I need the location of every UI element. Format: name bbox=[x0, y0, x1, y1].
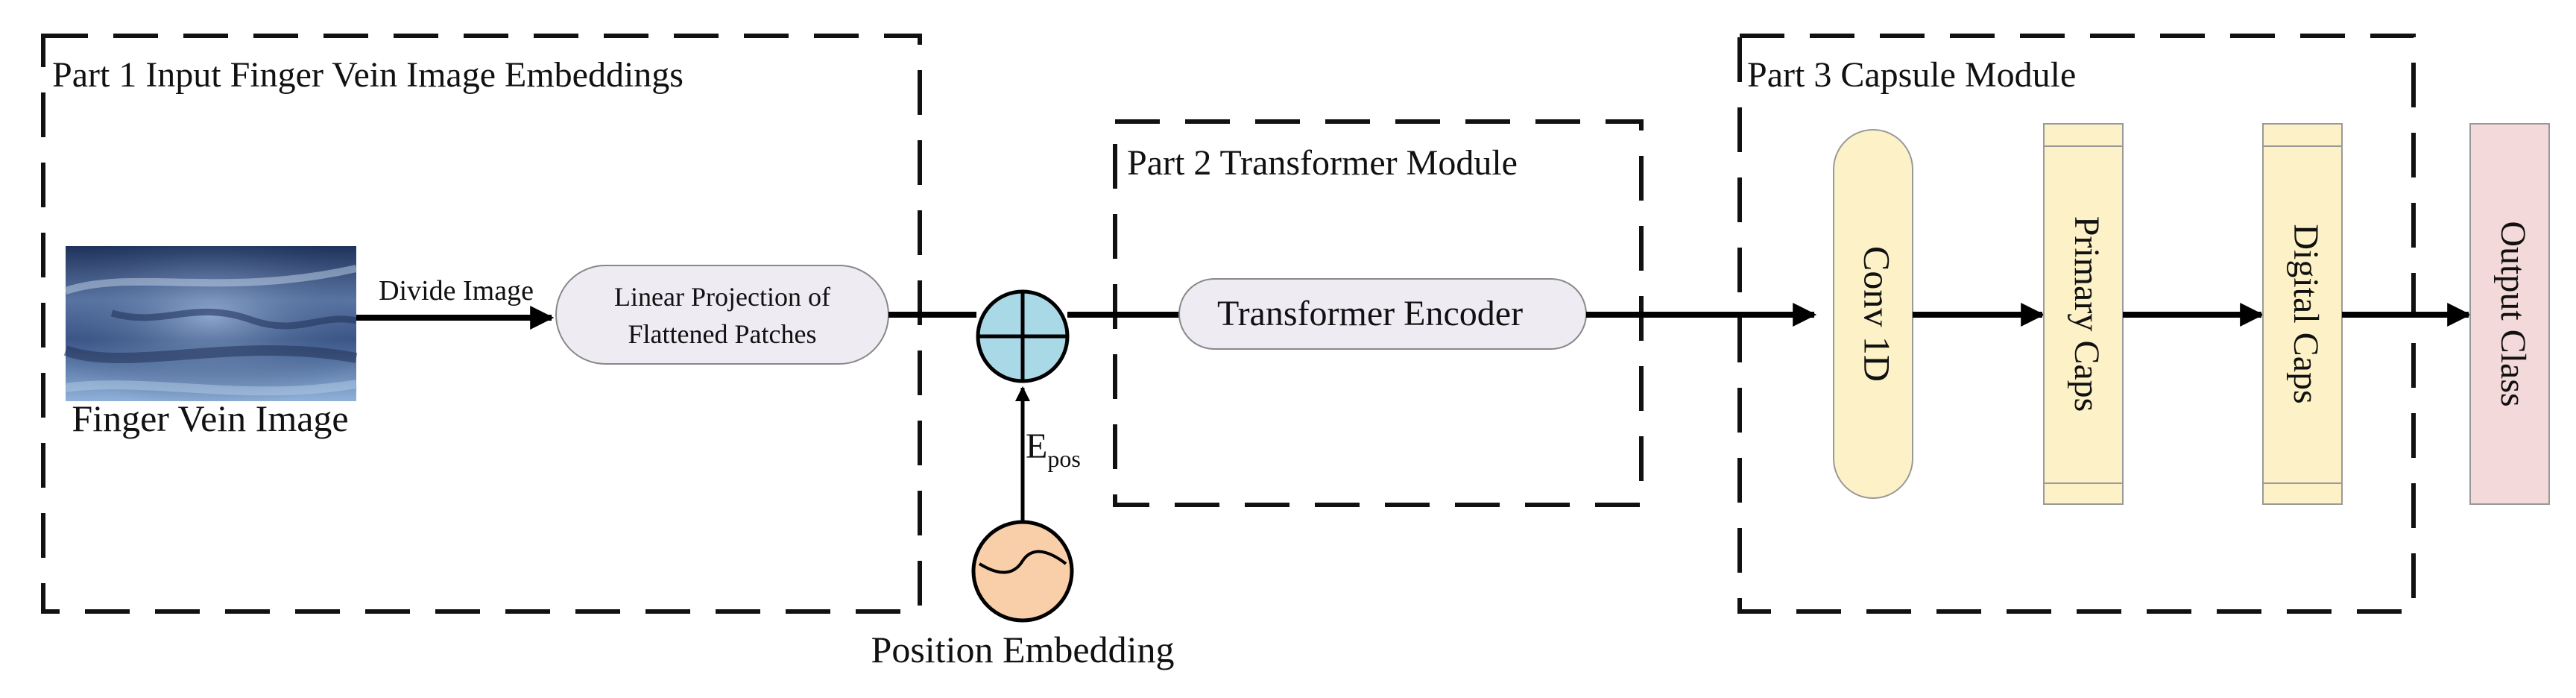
conv1d-label: Conv 1D bbox=[1857, 246, 1898, 382]
epos-label: Epos bbox=[1026, 427, 1081, 472]
output-class-label: Output Class bbox=[2493, 221, 2533, 406]
part3-box bbox=[1737, 34, 2416, 614]
position-embedding-label: Position Embedding bbox=[871, 629, 1175, 670]
part1-box bbox=[41, 34, 922, 614]
finger-vein-image bbox=[63, 246, 358, 401]
primary-caps-label: Primary Caps bbox=[2067, 216, 2106, 412]
divide-label: Divide Image bbox=[379, 275, 534, 306]
part1-title: Part 1 Input Finger Vein Image Embedding… bbox=[52, 55, 684, 95]
projection-label-line1: Linear Projection of bbox=[614, 282, 830, 312]
linear-projection-pill bbox=[555, 265, 889, 365]
part3-title: Part 3 Capsule Module bbox=[1747, 55, 2076, 95]
output-class-block bbox=[2469, 123, 2550, 505]
encoder-label: Transformer Encoder bbox=[1217, 294, 1523, 333]
projection-label-line2: Flattened Patches bbox=[628, 319, 817, 349]
image-caption: Finger Vein Image bbox=[72, 397, 348, 439]
position-embedding-icon bbox=[971, 520, 1074, 623]
digital-caps-block bbox=[2262, 123, 2343, 505]
adder-icon bbox=[976, 289, 1070, 383]
part2-title: Part 2 Transformer Module bbox=[1127, 143, 1518, 183]
digital-caps-label: Digital Caps bbox=[2286, 224, 2326, 403]
